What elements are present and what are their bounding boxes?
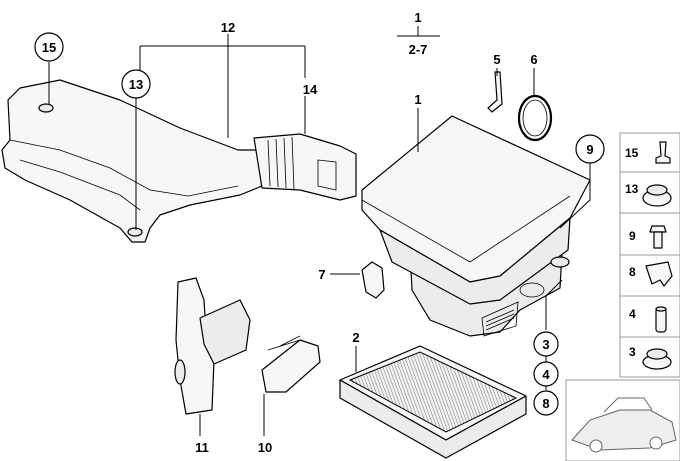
- callout-15-text: 15: [42, 40, 56, 55]
- filter-media: [348, 351, 518, 433]
- duct-edge-line: [9, 139, 239, 197]
- bellows-hose: [253, 133, 357, 201]
- duct-rib-line: [19, 159, 141, 211]
- car-wheel-front-icon: [589, 439, 603, 453]
- vehicle-thumbnail: [565, 379, 680, 461]
- label-12: 12: [221, 20, 235, 35]
- panel-label-15: 15: [625, 146, 639, 160]
- bolt-shank-icon: [653, 231, 663, 249]
- duct-lower-hole: [127, 227, 143, 237]
- leader-lines: [48, 34, 591, 436]
- panel-label-8: 8: [629, 265, 636, 279]
- filter-element: [339, 345, 527, 459]
- small-parts-panel: 15 13 9 8 4 3: [619, 132, 680, 378]
- callout-8: 8: [533, 390, 559, 416]
- leader-9: [559, 162, 591, 229]
- sleeve-top-icon: [655, 306, 667, 312]
- housing-mount-boss: [519, 282, 545, 298]
- filter-side: [339, 379, 527, 459]
- callout-4-circle: [533, 361, 559, 387]
- callout-13: 13: [121, 69, 151, 99]
- air-filter-housing: [361, 115, 591, 337]
- small-bracket: [487, 71, 503, 113]
- callout-15: 15: [34, 32, 64, 62]
- callout-4: 4: [533, 361, 559, 387]
- callout-8-circle: [533, 390, 559, 416]
- foam-block: [261, 339, 321, 393]
- label-2: 2: [352, 330, 359, 345]
- bracket-plate: [199, 299, 251, 365]
- panel-label-13: 13: [625, 182, 639, 196]
- bracket-grommet: [174, 359, 186, 385]
- assembly-reference: 1 2-7: [397, 10, 440, 57]
- callout-9: 9: [575, 134, 605, 164]
- clip-icon: [645, 261, 673, 287]
- callout-15-circle: [34, 32, 64, 62]
- panel-label-4: 4: [629, 307, 636, 321]
- rubber-mount-top-icon: [646, 184, 668, 196]
- callout-4-text: 4: [542, 367, 550, 382]
- grille-slats: [485, 309, 515, 331]
- bolt-head-icon: [649, 225, 667, 233]
- label-6: 6: [530, 52, 537, 67]
- label-10: 10: [258, 440, 272, 455]
- callout-3-text: 3: [542, 337, 549, 352]
- seal-ring: [517, 94, 553, 142]
- car-roof-icon: [603, 397, 653, 413]
- foam-block-edge: [267, 335, 301, 351]
- callout-9-text: 9: [586, 142, 593, 157]
- duct-mount-hole: [38, 103, 54, 113]
- hose-clip: [317, 159, 337, 191]
- callout-9-circle: [575, 134, 605, 164]
- assembly-top-number: 1: [414, 10, 421, 25]
- housing-middle: [379, 217, 571, 305]
- bellows-ribs: [267, 136, 295, 190]
- label-7: 7: [318, 267, 325, 282]
- label-11: 11: [195, 440, 209, 455]
- label-1: 1: [414, 92, 421, 107]
- leader-3: [545, 279, 563, 330]
- housing-vent-grille: [481, 301, 519, 337]
- panel-label-9: 9: [629, 229, 636, 243]
- rubber-mount-3-top-icon: [646, 348, 668, 360]
- label-14: 14: [303, 82, 318, 97]
- callout-13-circle: [121, 69, 151, 99]
- sensor-clip: [361, 261, 385, 299]
- callout-8-text: 8: [542, 396, 549, 411]
- assembly-range: 2-7: [409, 42, 428, 57]
- callout-3-circle: [533, 331, 559, 357]
- callout-3: 3: [533, 331, 559, 357]
- callout-13-text: 13: [129, 77, 143, 92]
- grommet-pin-icon: [655, 141, 671, 164]
- intake-duct-body: [1, 79, 263, 243]
- lid-edge: [361, 195, 571, 263]
- panel-label-3: 3: [629, 345, 636, 359]
- car-wheel-rear-icon: [649, 436, 663, 450]
- intake-duct: [1, 79, 357, 243]
- support-bracket: [175, 277, 215, 415]
- housing-mount-hole: [550, 256, 570, 268]
- label-5: 5: [493, 52, 500, 67]
- seal-ring-inner: [522, 99, 548, 137]
